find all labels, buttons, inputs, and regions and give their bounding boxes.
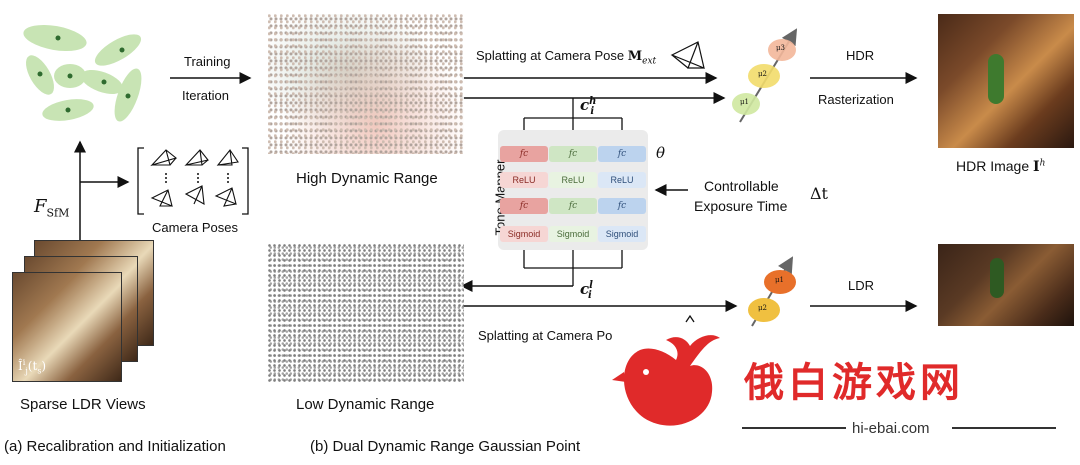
panel-b-caption: (b) Dual Dynamic Range Gaussian Point xyxy=(310,438,581,455)
camera-icon xyxy=(670,41,705,69)
sparse-image-symbol: Îij(ts) xyxy=(18,358,47,376)
tone-col1-sigmoid: Sigmoid xyxy=(500,226,548,242)
ldr-gaussians xyxy=(748,256,796,327)
tone-col3-sigmoid: Sigmoid xyxy=(598,226,646,242)
hdr-label: HDR xyxy=(846,48,875,63)
ch-label: chi xyxy=(580,96,597,117)
tone-col2-fc2: fc xyxy=(549,198,597,214)
sfm-centers xyxy=(37,35,131,113)
theta-label: θ xyxy=(656,144,666,162)
hdr-image xyxy=(938,14,1074,148)
camera-icons xyxy=(150,149,239,207)
gauss-bottom-mu2: μ2 xyxy=(758,304,768,312)
cl-label: cli xyxy=(580,280,593,301)
tone-col1-fc1: fc xyxy=(500,146,548,162)
sparse-views-label: Sparse LDR Views xyxy=(20,396,146,413)
ldr-image xyxy=(938,244,1074,326)
plant-icon xyxy=(988,54,1004,104)
iteration-label: Iteration xyxy=(182,88,229,103)
ldr-label: LDR xyxy=(848,278,875,293)
gauss-top-mu1: μ1 xyxy=(740,98,750,106)
tone-col2-relu: ReLU xyxy=(549,172,597,188)
camera-poses-label: Camera Poses xyxy=(152,220,238,235)
tone-col2-fc1: fc xyxy=(549,146,597,162)
sparse-view-front xyxy=(12,272,122,382)
plant-icon-ldr xyxy=(990,258,1004,298)
gauss-bottom-mu1: μ1 xyxy=(775,276,785,284)
tone-col3-fc1: fc xyxy=(598,146,646,162)
watermark-logo xyxy=(612,335,720,426)
watermark-site: hi-ebai.com xyxy=(852,420,930,437)
small-up-arrow xyxy=(685,314,695,323)
splat-top-label: Splatting at Camera Pose Mext xyxy=(476,48,657,67)
camera-bracket-right xyxy=(242,147,249,215)
rasterization-label: Rasterization xyxy=(818,92,894,107)
hdr-point-cloud xyxy=(268,14,464,154)
tone-col1-relu: ReLU xyxy=(500,172,548,188)
tone-col1-fc2: fc xyxy=(500,198,548,214)
tone-col2-sigmoid: Sigmoid xyxy=(549,226,597,242)
splat-bottom-label: Splatting at Camera Po xyxy=(478,328,613,343)
tone-col3-relu: ReLU xyxy=(598,172,646,188)
sfm-label: FSfM xyxy=(34,196,70,220)
camera-bracket-left xyxy=(137,147,144,215)
camera-ellipsis xyxy=(165,173,229,183)
low-range-label: Low Dynamic Range xyxy=(296,396,435,413)
gauss-top-mu3: μ3 xyxy=(776,44,786,52)
exposure-label-2: Exposure Time xyxy=(694,198,788,214)
hdr-image-label: HDR Image Ih xyxy=(956,158,1046,175)
watermark-title: 俄白游戏网 xyxy=(744,360,964,406)
delta-t-label: Δt xyxy=(810,184,828,203)
ldr-point-cloud xyxy=(268,244,464,384)
training-label: Training xyxy=(184,54,231,69)
exposure-label-1: Controllable xyxy=(704,178,779,194)
gauss-top-mu2: μ2 xyxy=(758,70,768,78)
hdr-gaussians xyxy=(732,28,798,123)
panel-a-caption: (a) Recalibration and Initialization xyxy=(4,438,226,455)
tone-col3-fc2: fc xyxy=(598,198,646,214)
high-range-label: High Dynamic Range xyxy=(296,170,438,187)
